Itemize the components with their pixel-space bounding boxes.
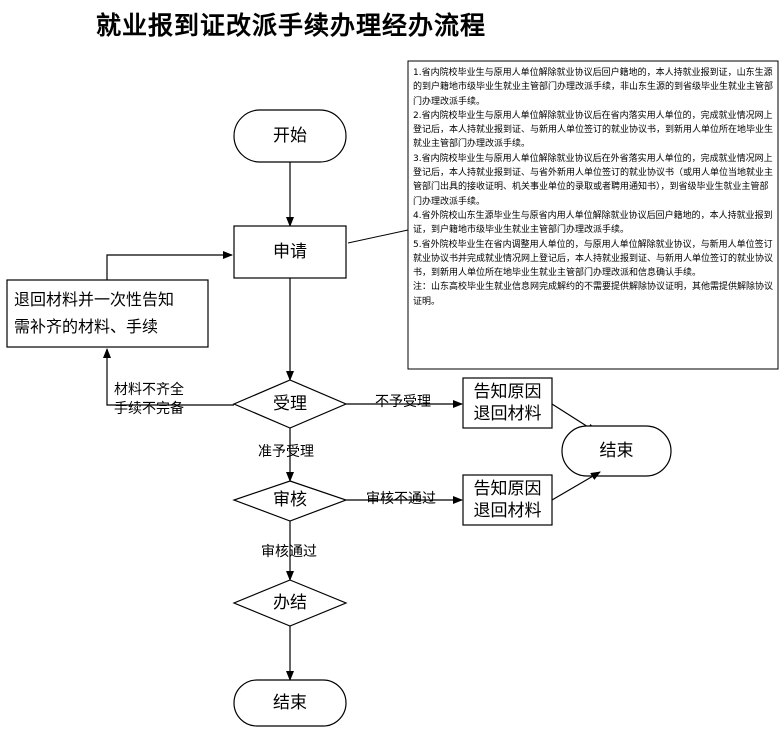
- notes-text: 1.省内院校毕业生与原用人单位解除就业协议后回户籍地的，本人持就业报到证，山东生…: [413, 66, 775, 309]
- edge-accept-return: [103, 348, 234, 406]
- edge-label-not-accepted: 不予受理: [375, 394, 431, 410]
- note-item: 4.省外院校山东生源毕业生与原省内用人单位解除就业协议后回户籍地的，本人持就业报…: [413, 210, 773, 236]
- return-materials-text: 退回材料并一次性告知 需补齐的材料、手续: [14, 286, 206, 340]
- return-materials-box: [6, 279, 209, 348]
- accept-label: 受理: [273, 394, 307, 414]
- note-item: 3.省内院校毕业生与原用人单位解除就业协议后在外省落实用人单位的，完成就业情况网…: [413, 153, 774, 207]
- note-item: 注：山东高校毕业生就业信息网完成解约的不需要提供解除协议证明，其他需提供解除协议…: [413, 282, 774, 307]
- notify-return-2-line-2: 退回材料: [473, 501, 542, 521]
- edge-label-accepted: 准予受理: [258, 444, 314, 460]
- note-item: 1.省内院校毕业生与原用人单位解除就业协议后回户籍地的，本人持就业报到证，山东生…: [413, 68, 774, 107]
- note-item: 2.省内院校毕业生与原用人单位解除就业协议后在省内落实用人单位的，完成就业情况网…: [413, 110, 774, 150]
- edge-notify2-end: [551, 471, 601, 501]
- return-materials-line-1: 退回材料并一次性告知: [14, 290, 175, 309]
- start-label: 开始: [273, 126, 307, 146]
- review-label: 审核: [273, 490, 307, 510]
- notify-return-box-1: [462, 377, 553, 429]
- notify-return-1-line-1: 告知原因: [473, 382, 542, 402]
- notes-connector: [347, 229, 409, 244]
- end-terminal-top: [561, 425, 672, 477]
- notify-return-box-2: [462, 474, 553, 526]
- end-bottom-label: 结束: [273, 693, 307, 713]
- notify-return-2-line-1: 告知原因: [473, 479, 542, 499]
- edge-label-incomplete-line-2: 手续不完备: [114, 401, 184, 417]
- notify-return-1-line-2: 退回材料: [473, 404, 542, 424]
- end-top-label: 结束: [599, 441, 634, 461]
- edge-label-review-failed: 审核不通过: [366, 491, 436, 507]
- end-terminal-bottom: [233, 679, 347, 727]
- edge-label-incomplete-line-1: 材料不齐全: [114, 382, 184, 398]
- edge-label-incomplete: 材料不齐全 手续不完备: [114, 381, 184, 419]
- edge-return-apply: [106, 251, 233, 280]
- notes-box: [407, 60, 779, 370]
- notify-return-text-1: 告知原因 退回材料: [463, 381, 552, 425]
- handle-label: 办结: [273, 593, 307, 613]
- notify-return-text-2: 告知原因 退回材料: [463, 478, 552, 522]
- page-title: 就业报到证改派手续办理经办流程: [96, 11, 487, 40]
- return-materials-line-2: 需补齐的材料、手续: [14, 317, 159, 336]
- apply-label: 申请: [273, 242, 307, 262]
- edge-label-review-passed: 审核通过: [261, 544, 317, 560]
- note-item: 5.省外院校毕业生在省内调整用人单位的，与原用人单位解除就业协议，与新用人单位签…: [413, 239, 774, 279]
